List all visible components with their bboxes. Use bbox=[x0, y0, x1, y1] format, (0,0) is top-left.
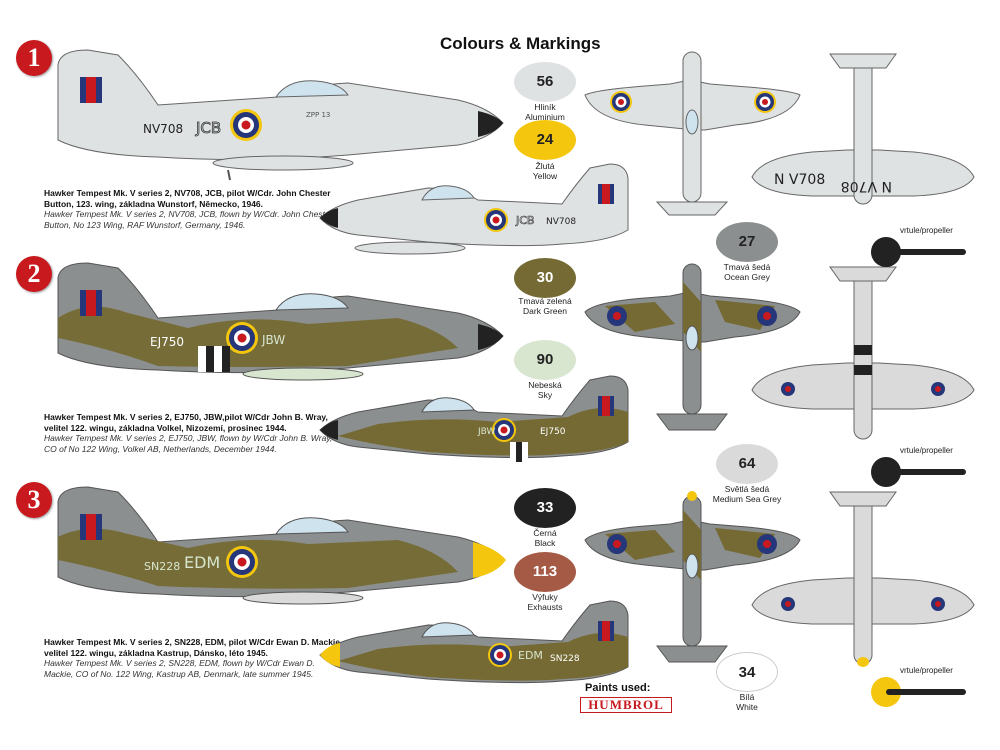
paint-56-label: Hliník Aluminium bbox=[490, 102, 600, 122]
paint-113-swatch: 113 bbox=[514, 552, 576, 592]
scheme-1-bottom-view: N V708 N V708 bbox=[751, 53, 975, 205]
scheme-1-underwing-code-rotated: N V708 bbox=[841, 178, 892, 194]
scheme-1-caption-cz: Hawker Tempest Mk. V series 2, NV708, JC… bbox=[44, 188, 331, 209]
paint-30-label: Tmavá zelená Dark Green bbox=[490, 296, 600, 316]
scheme-1-code-large: NV708 bbox=[143, 122, 183, 136]
scheme-3-code-large: SN228 bbox=[144, 560, 180, 573]
paint-27-label: Tmavá šedá Ocean Grey bbox=[692, 262, 802, 282]
scheme-3-side-view-large: SN228 EDM bbox=[57, 486, 506, 605]
scheme-1-side-view-small: NV708 JCB bbox=[319, 163, 629, 255]
scheme-1-caption-en: Hawker Tempest Mk. V series 2, NV708, JC… bbox=[44, 209, 333, 230]
scheme-1-fuselage-text: ZPP 13 bbox=[306, 111, 330, 119]
propeller-3-icon bbox=[871, 677, 966, 707]
scheme-3-letters-large: EDM bbox=[184, 553, 220, 572]
scheme-2-letters-large: JBW bbox=[261, 333, 285, 347]
paint-64-en: Medium Sea Grey bbox=[712, 494, 782, 504]
scheme-2-side-view-large: EJ750 JBW bbox=[57, 262, 504, 381]
scheme-2-code-large: EJ750 bbox=[150, 335, 184, 349]
scheme-1-code-small: NV708 bbox=[546, 217, 576, 227]
paint-27-swatch: 27 bbox=[716, 222, 778, 262]
paint-33-en: Black bbox=[534, 538, 556, 548]
paint-64-cz: Světlá šedá bbox=[724, 484, 770, 494]
paint-64-swatch: 64 bbox=[716, 444, 778, 484]
scheme-3-bottom-view bbox=[751, 491, 975, 667]
scheme-3-side-view-small: SN228 EDM bbox=[319, 600, 629, 684]
scheme-3-caption-en: Hawker Tempest Mk. V series 2, SN228, ED… bbox=[44, 658, 315, 679]
paint-113-en: Exhausts bbox=[527, 602, 563, 612]
scheme-1-top-view bbox=[584, 51, 801, 216]
scheme-1-letters-small: JCB bbox=[515, 214, 534, 227]
propeller-label-3: vrtule/propeller bbox=[900, 666, 953, 675]
scheme-3-caption: Hawker Tempest Mk. V series 2, SN228, ED… bbox=[44, 637, 344, 679]
scheme-3-badge: 3 bbox=[16, 482, 52, 518]
scheme-2-top-view bbox=[584, 263, 801, 431]
paint-33-swatch: 33 bbox=[514, 488, 576, 528]
paint-34-cz: Bílá bbox=[739, 692, 755, 702]
paints-used-label: Paints used: bbox=[585, 682, 651, 694]
scheme-2-side-view-small: EJ750 JBW bbox=[319, 375, 629, 462]
paint-90-en: Sky bbox=[537, 390, 553, 400]
humbrol-logo: HUMBROL bbox=[580, 697, 672, 713]
paint-24-cz: Žlutá bbox=[535, 161, 555, 171]
page-title: Colours & Markings bbox=[440, 34, 601, 53]
paint-90-cz: Nebeská bbox=[528, 380, 562, 390]
paint-30-cz: Tmavá zelená bbox=[518, 296, 572, 306]
paint-30-en: Dark Green bbox=[523, 306, 567, 316]
paint-113-label: Výfuky Exhausts bbox=[490, 592, 600, 612]
paint-33-label: Černá Black bbox=[490, 528, 600, 548]
scheme-2-letters-small: JBW bbox=[477, 427, 496, 437]
paint-56-en: Aluminium bbox=[525, 112, 565, 122]
propeller-label-1: vrtule/propeller bbox=[900, 226, 953, 235]
scheme-3-caption-cz: Hawker Tempest Mk. V series 2, SN228, ED… bbox=[44, 637, 343, 658]
scheme-2-caption-en: Hawker Tempest Mk. V series 2, EJ750, JB… bbox=[44, 433, 333, 454]
scheme-2-caption: Hawker Tempest Mk. V series 2, EJ750, JB… bbox=[44, 412, 344, 454]
scheme-2-bottom-view bbox=[751, 266, 975, 440]
paint-34-en: White bbox=[736, 702, 758, 712]
scheme-1-underwing-code: N V708 bbox=[774, 172, 825, 188]
propeller-1-icon bbox=[871, 237, 966, 267]
scheme-2-code-small: EJ750 bbox=[540, 427, 566, 437]
propeller-2-icon bbox=[871, 457, 966, 487]
paint-90-label: Nebeská Sky bbox=[490, 380, 600, 400]
paint-30-swatch: 30 bbox=[514, 258, 576, 298]
paint-27-cz: Tmavá šedá bbox=[723, 262, 771, 272]
scheme-1-badge: 1 bbox=[16, 40, 52, 76]
paint-34-label: Bílá White bbox=[692, 692, 802, 712]
scheme-1-letters-large: JCB bbox=[195, 119, 221, 137]
scheme-3-top-view bbox=[584, 491, 801, 663]
paint-113-cz: Výfuky bbox=[532, 592, 558, 602]
paint-56-cz: Hliník bbox=[534, 102, 556, 112]
paint-34-swatch: 34 bbox=[716, 652, 778, 692]
paint-27-en: Ocean Grey bbox=[724, 272, 770, 282]
scheme-2-badge: 2 bbox=[16, 256, 52, 292]
paint-64-label: Světlá šedá Medium Sea Grey bbox=[692, 484, 802, 504]
paint-24-en: Yellow bbox=[532, 171, 558, 181]
paint-24-swatch: 24 bbox=[514, 120, 576, 160]
paint-33-cz: Černá bbox=[533, 528, 557, 538]
paint-90-swatch: 90 bbox=[514, 340, 576, 380]
propeller-label-2: vrtule/propeller bbox=[900, 446, 953, 455]
paint-24-label: Žlutá Yellow bbox=[490, 161, 600, 181]
scheme-1-caption: Hawker Tempest Mk. V series 2, NV708, JC… bbox=[44, 188, 344, 230]
scheme-3-code-small: SN228 bbox=[550, 654, 580, 664]
scheme-3-letters-small: EDM bbox=[518, 649, 543, 662]
scheme-2-caption-cz: Hawker Tempest Mk. V series 2, EJ750, JB… bbox=[44, 412, 328, 433]
scheme-1-side-view-large: NV708 JCB ZPP 13 bbox=[57, 49, 504, 181]
paint-56-swatch: 56 bbox=[514, 62, 576, 102]
